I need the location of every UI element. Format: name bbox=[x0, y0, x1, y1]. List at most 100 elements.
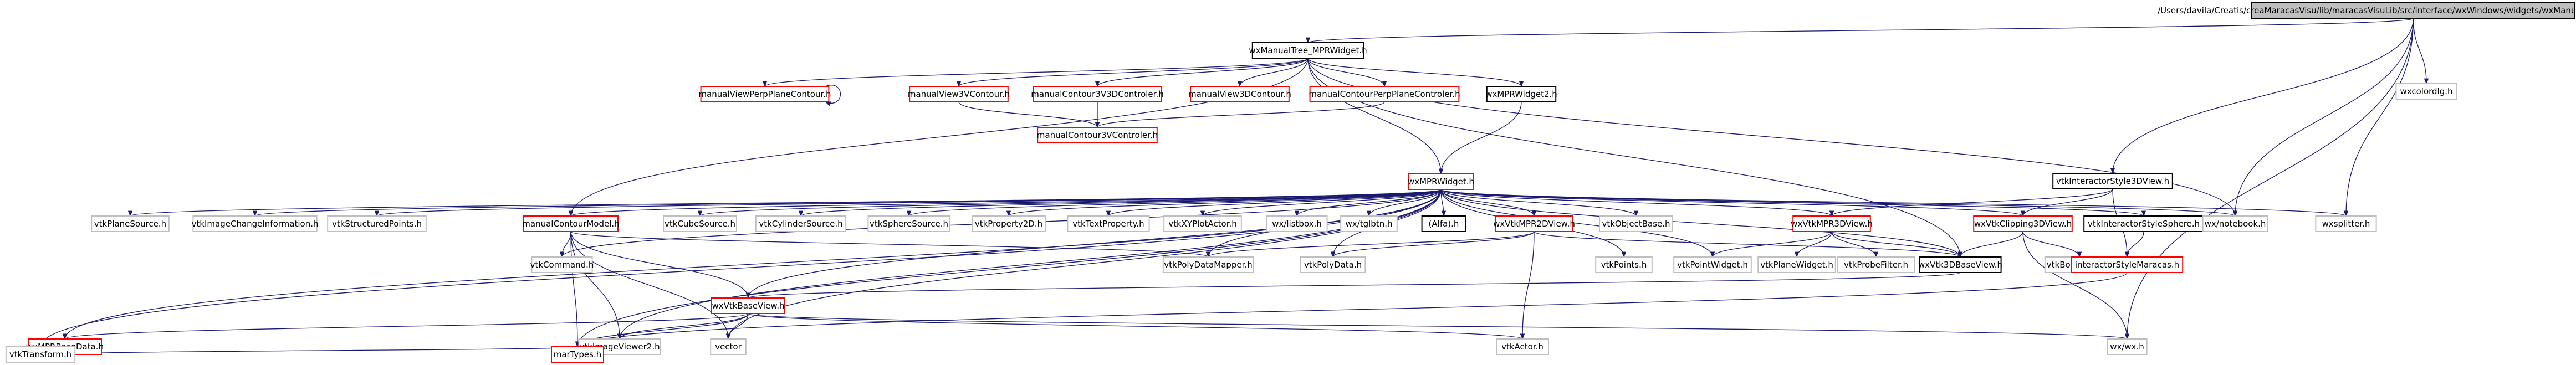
node-box bbox=[1919, 256, 2002, 273]
node-n33[interactable]: vtkPolyDataMapper.h bbox=[1162, 256, 1254, 273]
node-n49[interactable]: marTypes.h bbox=[551, 346, 604, 363]
edge-n15-n33 bbox=[570, 231, 1210, 258]
node-n23[interactable]: wx/tglbtn.h bbox=[1340, 215, 1398, 232]
node-n10[interactable]: manualContour3VControler.h bbox=[1037, 127, 1158, 143]
node-box bbox=[2251, 2, 2575, 19]
node-box bbox=[1496, 338, 1549, 355]
node-label: wxMPRWidget.h bbox=[1408, 177, 1474, 187]
node-label: wxVtkClipping3DView.h bbox=[1974, 219, 2072, 229]
node-n25[interactable]: wxVtkMPR2DView.h bbox=[1493, 215, 1575, 232]
node-n8[interactable]: manualContourPerpPlaneControler.h bbox=[1309, 86, 1460, 102]
edge-n25-n33 bbox=[1206, 231, 1535, 258]
node-label: wxcolordlg.h bbox=[2400, 86, 2452, 96]
node-n4[interactable]: manualViewPerpPlaneContour.h bbox=[698, 86, 831, 102]
node-n45[interactable]: vector bbox=[710, 338, 747, 355]
node-n24[interactable]: (Alfa).h bbox=[1421, 215, 1466, 232]
node-n9[interactable]: wxMPRWidget2.h bbox=[1485, 86, 1557, 102]
node-box bbox=[2315, 215, 2377, 232]
edge-n28-n47 bbox=[2022, 231, 2130, 340]
node-n29[interactable]: vtkInteractorStyleSphere.h bbox=[2083, 215, 2204, 232]
edge-n11-n27 bbox=[1440, 189, 1834, 217]
node-box bbox=[2202, 215, 2268, 232]
node-n3[interactable]: vtkInteractorStyle3DView.h bbox=[2052, 173, 2173, 189]
node-n38[interactable]: vtkProbeFilter.h bbox=[1837, 256, 1915, 273]
node-n27[interactable]: wxVtkMPR3DView.h bbox=[1791, 215, 1873, 232]
node-box bbox=[531, 256, 593, 273]
node-box bbox=[1251, 42, 1364, 59]
node-n32[interactable]: vtkCommand.h bbox=[530, 256, 594, 273]
node-n20[interactable]: vtkTextProperty.h bbox=[1067, 215, 1150, 232]
edge-n11-n18 bbox=[907, 189, 1442, 217]
node-box bbox=[972, 215, 1046, 232]
edge-n11-n24 bbox=[1440, 189, 1447, 217]
node-n11[interactable]: wxMPRWidget.h bbox=[1408, 173, 1474, 190]
node-n18[interactable]: vtkSphereSource.h bbox=[867, 215, 950, 232]
node-box bbox=[1067, 215, 1150, 232]
edge-n5-n10 bbox=[958, 101, 1100, 128]
node-label: manualView3VContour.h bbox=[908, 89, 1010, 99]
node-n13[interactable]: vtkImageChangeInformation.h bbox=[192, 215, 319, 232]
node-box bbox=[755, 215, 847, 232]
node-box bbox=[711, 297, 785, 314]
node-n12[interactable]: vtkPlaneSource.h bbox=[91, 215, 170, 232]
node-n48[interactable]: vtkTransform.h bbox=[5, 346, 76, 363]
node-n5[interactable]: manualView3VContour.h bbox=[908, 86, 1010, 102]
node-n36[interactable]: vtkPointWidget.h bbox=[1673, 256, 1752, 273]
node-n47[interactable]: wx/wx.h bbox=[2107, 338, 2148, 355]
node-n34[interactable]: vtkPolyData.h bbox=[1300, 256, 1366, 273]
node-n16[interactable]: vtkCubeSource.h bbox=[663, 215, 737, 232]
node-label: wxVtk3DBaseView.h bbox=[1918, 260, 2002, 270]
edge-root-n30 bbox=[2232, 18, 2414, 217]
node-label: vtkCommand.h bbox=[530, 260, 594, 270]
edge-n42-n43 bbox=[63, 313, 749, 340]
edge-n27-n39 bbox=[1831, 231, 1963, 258]
node-label: vtkTransform.h bbox=[9, 349, 71, 359]
node-label: vtkStructuredPoints.h bbox=[332, 219, 422, 229]
node-n17[interactable]: vtkCylinderSource.h bbox=[755, 215, 847, 232]
node-box bbox=[700, 86, 830, 102]
edge-n25-n46 bbox=[1520, 231, 1535, 340]
node-n22[interactable]: wx/listbox.h bbox=[1266, 215, 1328, 232]
node-n31[interactable]: wxsplitter.h bbox=[2315, 215, 2377, 232]
node-label: wxVtkBaseView.h bbox=[712, 301, 785, 311]
node-label: vtkPlaneSource.h bbox=[94, 219, 166, 229]
node-n46[interactable]: vtkActor.h bbox=[1496, 338, 1549, 355]
edge-n27-n38 bbox=[1831, 231, 1879, 258]
node-box bbox=[2052, 173, 2173, 189]
node-n19[interactable]: vtkProperty2D.h bbox=[972, 215, 1046, 232]
node-n41[interactable]: interactorStyleMaracas.h bbox=[2071, 256, 2184, 273]
node-n28[interactable]: wxVtkClipping3DView.h bbox=[1973, 215, 2073, 232]
node-n21[interactable]: vtkXYPlotActor.h bbox=[1163, 215, 1242, 232]
edge-n28-n40 bbox=[2022, 231, 2082, 258]
node-label: vector bbox=[715, 342, 742, 352]
node-n26[interactable]: vtkObjectBase.h bbox=[1599, 215, 1673, 232]
edge-root-n3 bbox=[2110, 18, 2414, 174]
node-root[interactable]: /Users/davila/Creatis/creaMaracasVisu/li… bbox=[2158, 2, 2576, 19]
node-box bbox=[192, 215, 318, 232]
node-label: vtkInteractorStyle3DView.h bbox=[2056, 176, 2169, 186]
node-box bbox=[1309, 86, 1460, 102]
node-label: vtkActor.h bbox=[1501, 342, 1543, 352]
node-n6[interactable]: manualContour3V3DControler.h bbox=[1031, 86, 1164, 102]
edge-n25-n39 bbox=[1534, 231, 1962, 258]
edge-n25-n34 bbox=[1330, 231, 1535, 258]
node-n2[interactable]: wxcolordlg.h bbox=[2395, 83, 2457, 100]
node-n7[interactable]: manualView3DContour.h bbox=[1188, 86, 1291, 102]
edge-n42-n45 bbox=[725, 313, 749, 340]
node-n15[interactable]: manualContourModel.h bbox=[522, 215, 620, 232]
node-label: vtkImageChangeInformation.h bbox=[192, 219, 319, 229]
node-label: wx/tglbtn.h bbox=[1346, 219, 1393, 229]
edge-n27-n36 bbox=[1710, 231, 1832, 258]
node-n42[interactable]: wxVtkBaseView.h bbox=[711, 297, 785, 314]
node-n39[interactable]: wxVtk3DBaseView.h bbox=[1918, 256, 2002, 273]
node-n30[interactable]: wx/notebook.h bbox=[2202, 215, 2268, 232]
node-n37[interactable]: vtkPlaneWidget.h bbox=[1757, 256, 1836, 273]
node-n35[interactable]: vtkPoints.h bbox=[1595, 256, 1653, 273]
edge-n11-n21 bbox=[1200, 189, 1442, 217]
node-box bbox=[1486, 86, 1557, 102]
node-box bbox=[1595, 256, 1653, 273]
node-n14[interactable]: vtkStructuredPoints.h bbox=[327, 215, 427, 232]
node-n1[interactable]: wxManualTree_MPRWidget.h bbox=[1249, 42, 1367, 59]
node-label: vtkInteractorStyleSphere.h bbox=[2088, 219, 2200, 229]
edge-n41-n49 bbox=[575, 272, 2128, 348]
